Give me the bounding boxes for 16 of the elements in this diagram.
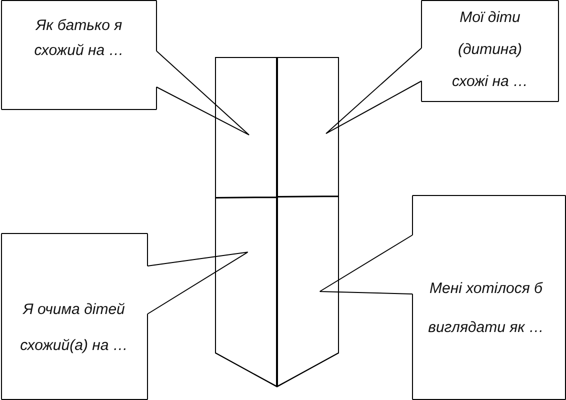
callout-pointer (147, 252, 248, 314)
callout-pointer (156, 50, 250, 136)
speech-bubble (1, 0, 157, 110)
speech-bubble (1, 233, 148, 400)
quadrant-section (277, 57, 339, 197)
quadrant-section (277, 196, 339, 387)
prompt-text: Як батько я схожий на … (33, 16, 125, 60)
prompt-text: Я очима дітей схожий(а) на … (19, 300, 129, 356)
callout-pointer (325, 48, 422, 134)
prompt-text: Мої діти (дитина) схожі на … (450, 8, 530, 92)
prompt-text: Мені хотілося б виглядати як … (427, 278, 545, 338)
quadrant-section (215, 57, 277, 198)
speech-bubble (421, 0, 559, 102)
speech-bubble (412, 195, 566, 400)
callout-pointer (319, 234, 413, 294)
quadrant-section (215, 197, 277, 387)
